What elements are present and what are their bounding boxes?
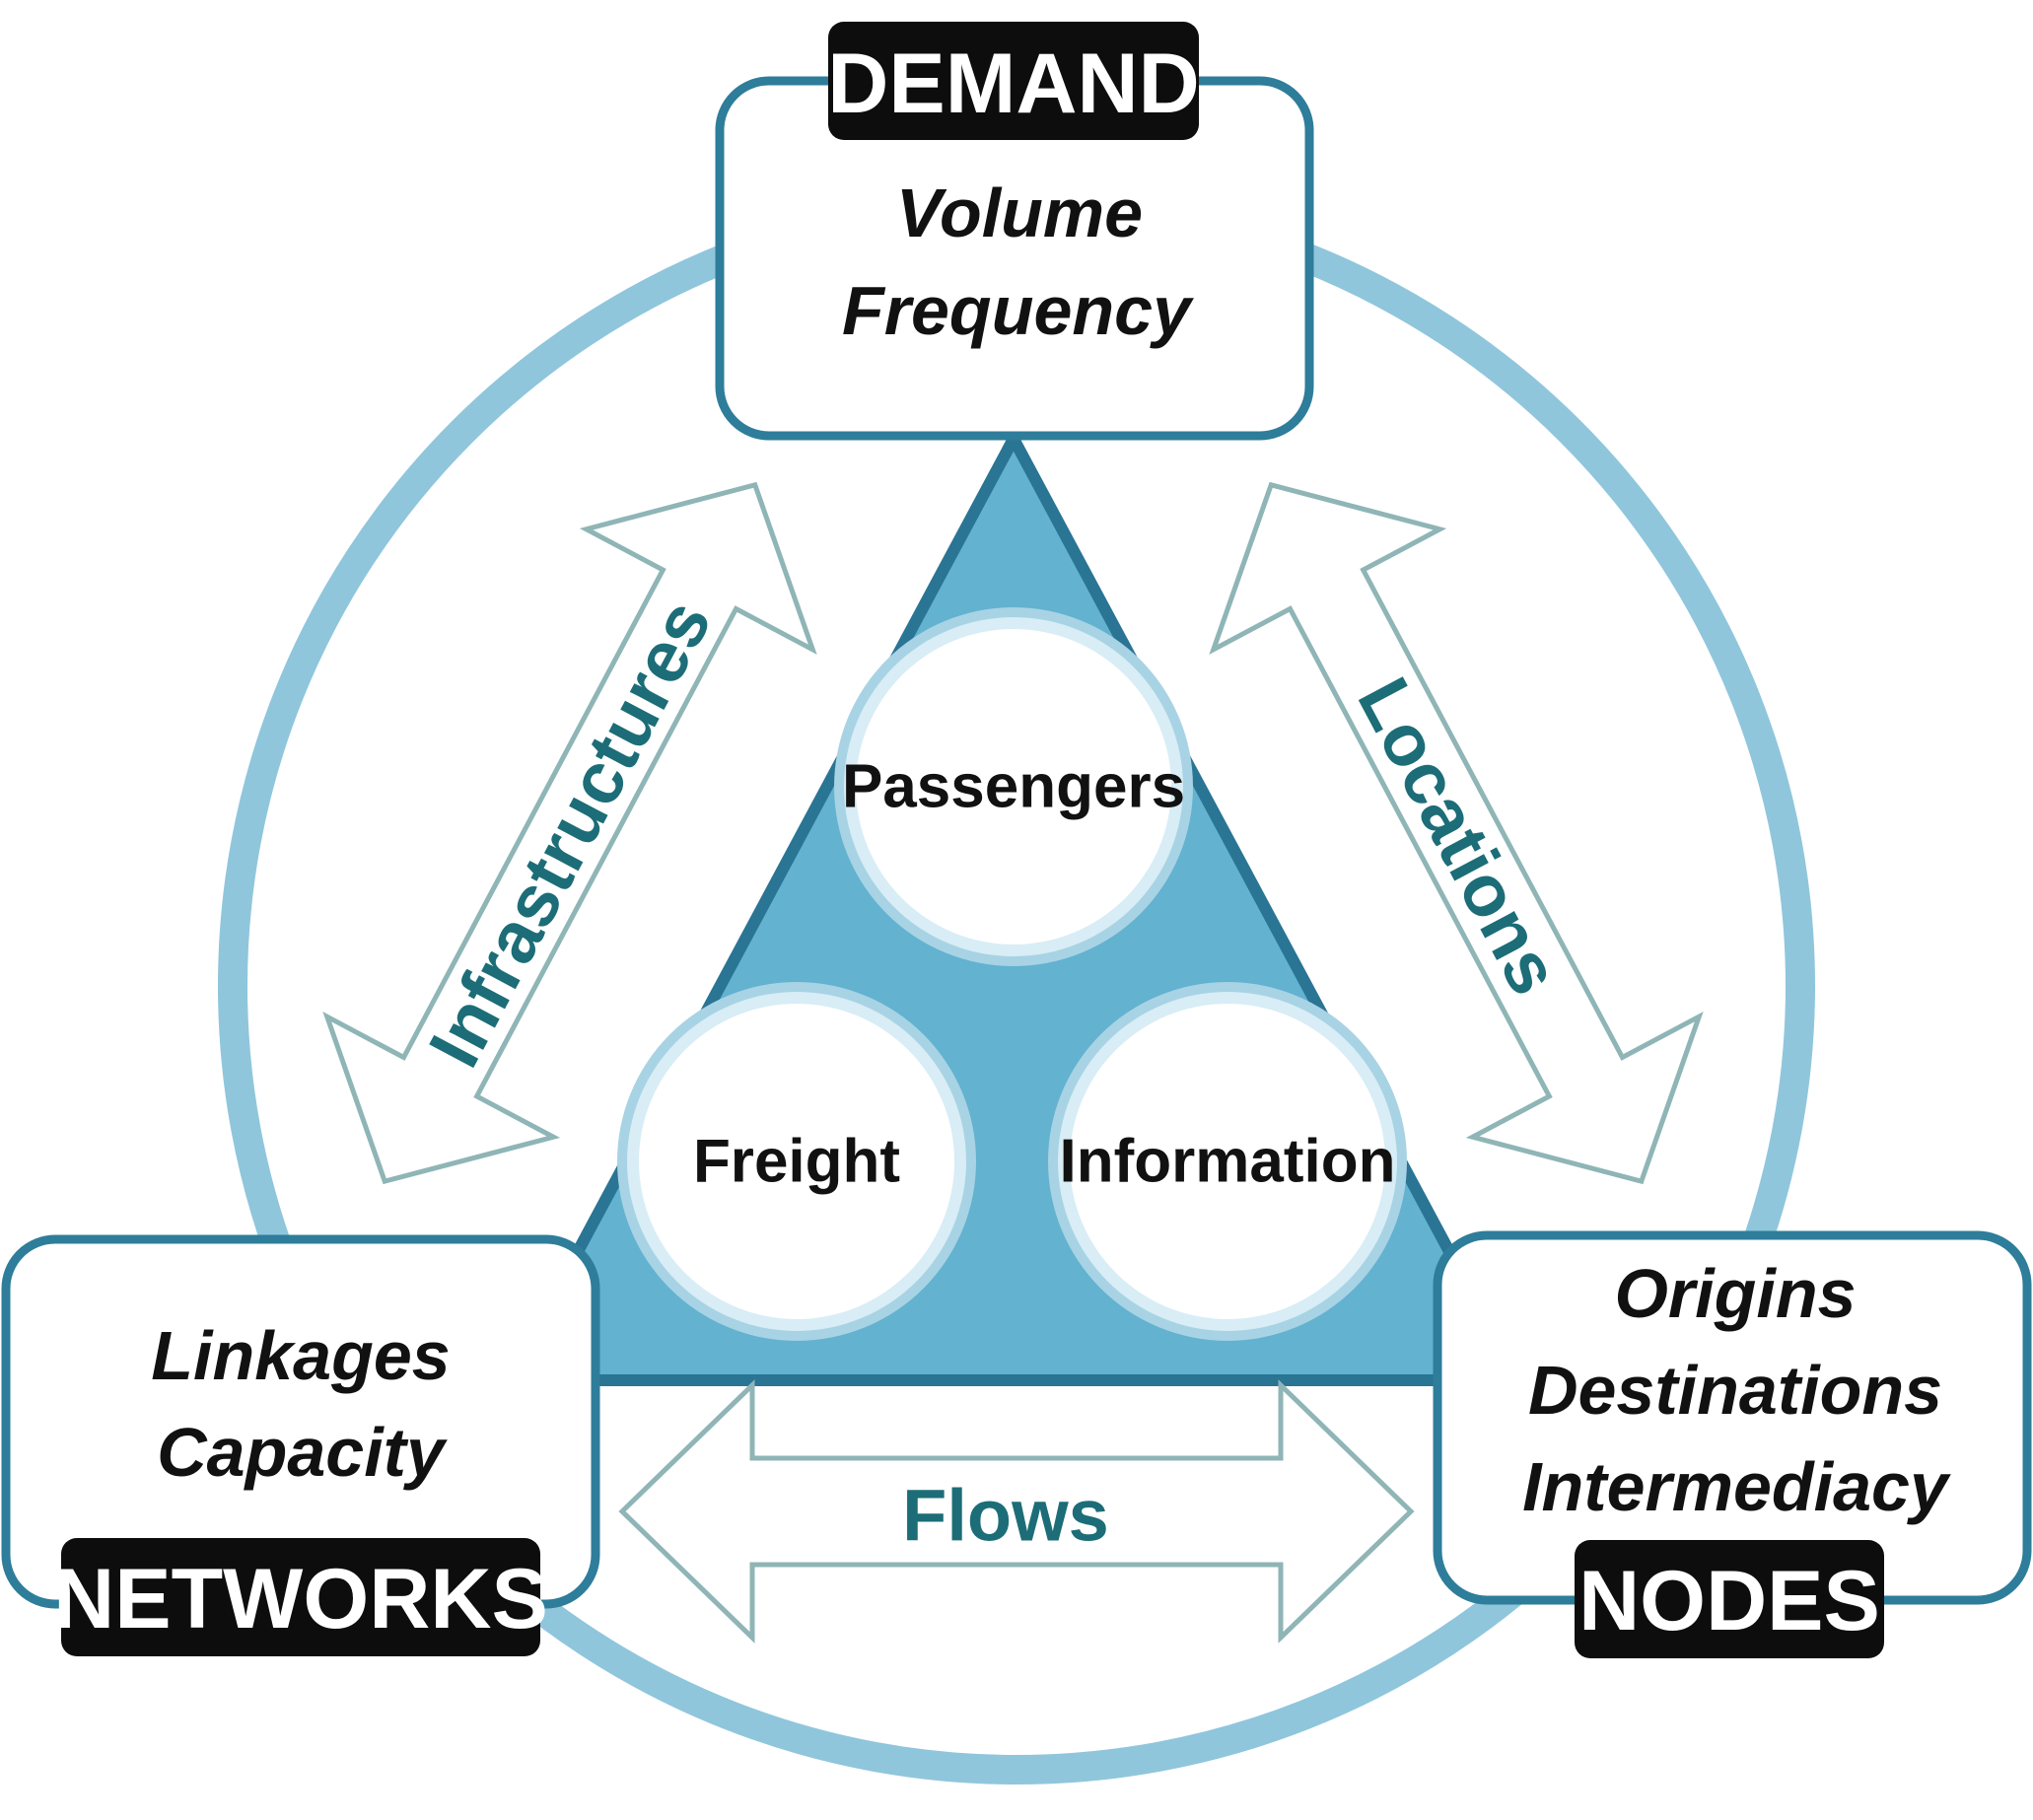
arrow-label-flows: Flows: [902, 1475, 1109, 1557]
demand-badge: DEMAND: [827, 22, 1200, 140]
arrow-label-infrastructures: Infrastructures: [413, 587, 727, 1080]
nodes-line-intermediacy: Intermediacy: [1522, 1448, 1951, 1525]
circle-passengers: Passengers: [834, 607, 1193, 966]
demand-line-volume: Volume: [896, 175, 1143, 251]
arrow-infrastructures: [322, 481, 817, 1185]
nodes-line-origins: Origins: [1614, 1255, 1856, 1332]
networks-box: Linkages Capacity: [1, 1234, 600, 1609]
nodes-line-destinations: Destinations: [1528, 1352, 1942, 1429]
circle-information: Information: [1048, 982, 1407, 1341]
demand-badge-label: DEMAND: [827, 36, 1199, 131]
networks-badge: NETWORKS: [53, 1538, 548, 1656]
circle-label-information: Information: [1060, 1128, 1396, 1196]
nodes-badge: NODES: [1575, 1540, 1884, 1658]
networks-line-linkages: Linkages: [151, 1317, 450, 1394]
arrow-label-locations: Locations: [1342, 665, 1576, 1008]
arrow-flows: [618, 1379, 1415, 1644]
nodes-badge-label: NODES: [1578, 1554, 1880, 1648]
networks-badge-label: NETWORKS: [53, 1552, 548, 1646]
nodes-box: Origins Destinations Intermediacy: [1433, 1230, 2032, 1605]
circle-label-freight: Freight: [693, 1128, 900, 1196]
circle-label-passengers: Passengers: [842, 753, 1185, 821]
arrow-locations: [1209, 481, 1704, 1185]
circle-freight: Freight: [617, 982, 976, 1341]
networks-line-capacity: Capacity: [157, 1414, 448, 1491]
demand-line-frequency: Frequency: [842, 272, 1194, 349]
